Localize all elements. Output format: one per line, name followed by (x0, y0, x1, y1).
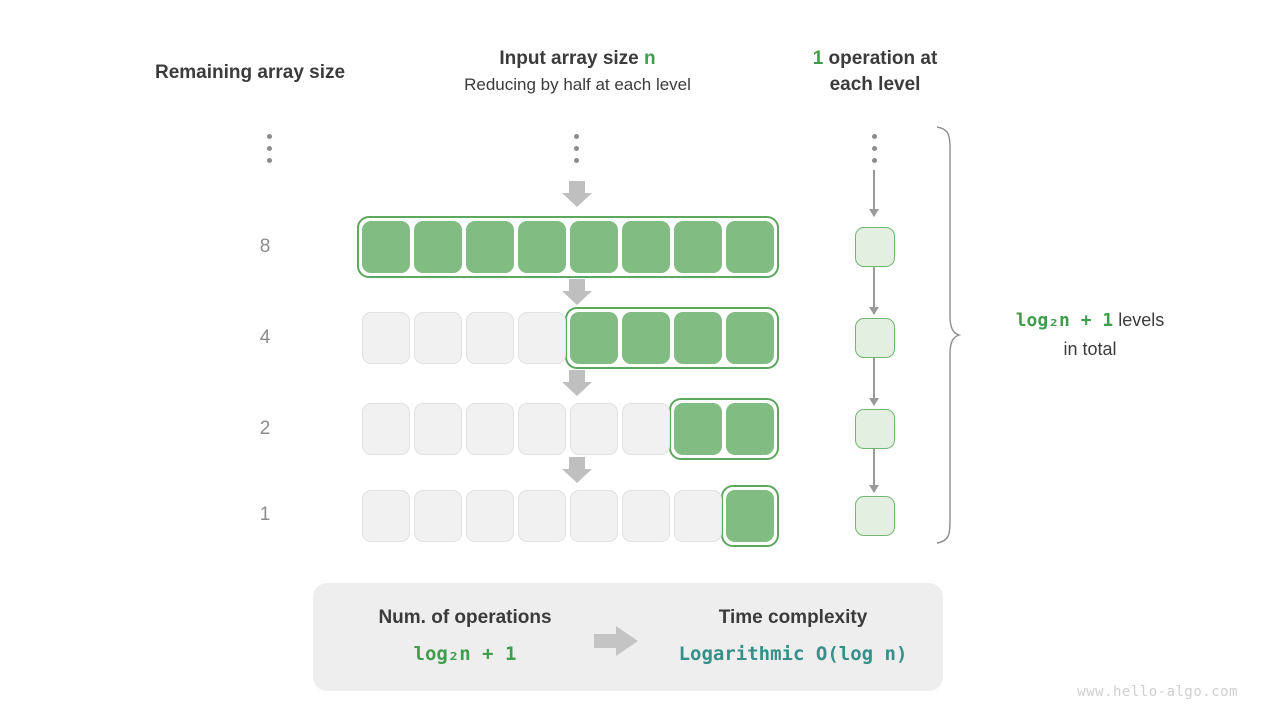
level-arrow-0 (562, 181, 592, 207)
array-cell-inactive (622, 490, 670, 542)
array-cell-inactive (518, 312, 566, 364)
array-row-0 (357, 216, 779, 278)
summary-complexity-column: Time complexity Logarithmic O(log n) (663, 601, 923, 673)
summary-right-title: Time complexity (718, 607, 868, 628)
level-arrow-2 (562, 370, 592, 396)
header-mid-line2: Reducing by half at each level (464, 75, 691, 94)
operation-box-3 (855, 496, 895, 536)
brace-annotation-line1: log₂n + 1 levels (975, 306, 1205, 335)
summary-left-title: Num. of operations (378, 607, 552, 628)
level-arrow-1 (562, 279, 592, 305)
array-cell-inactive (414, 490, 462, 542)
array-cell-active (570, 221, 618, 273)
summary-right-value: Logarithmic O(log n) (678, 643, 908, 665)
brace-formula: log₂n + 1 (1015, 310, 1114, 331)
header-input-array-size: Input array size n Reducing by half at e… (400, 46, 755, 98)
operation-box-0 (855, 227, 895, 267)
levels-brace-icon (936, 126, 961, 544)
array-cell-inactive (362, 490, 410, 542)
header-operations-per-level: 1 operation at each level (775, 46, 975, 98)
array-cell-active (622, 221, 670, 273)
array-cell-active (674, 312, 722, 364)
active-segment-outline (669, 398, 779, 460)
array-cell-inactive (466, 312, 514, 364)
array-cell-active (726, 312, 774, 364)
array-cell-inactive (414, 403, 462, 455)
array-cell-inactive (466, 490, 514, 542)
array-cell-active (414, 221, 462, 273)
summary-panel: Num. of operations log₂n + 1 Time comple… (313, 583, 943, 691)
header-right-line2: each level (829, 74, 921, 95)
operation-connector-0 (869, 170, 879, 217)
header-right-text1: operation at (823, 48, 938, 69)
array-cell-inactive (518, 490, 566, 542)
vertical-ellipsis-icon-right (872, 134, 878, 170)
vertical-ellipsis-icon-middle (574, 134, 580, 170)
summary-right-arrow-icon (594, 626, 638, 656)
array-row-3 (362, 485, 779, 547)
array-cell-inactive (570, 490, 618, 542)
array-row-2 (362, 398, 779, 460)
brace-annotation: log₂n + 1 levels in total (975, 306, 1205, 363)
brace-line1-text: levels (1113, 310, 1165, 330)
array-cell-inactive (570, 403, 618, 455)
operation-connector-3 (869, 449, 879, 493)
row-size-label-1: 4 (259, 327, 271, 348)
level-arrow-3 (562, 457, 592, 483)
array-cell-active (726, 490, 774, 542)
operation-connector-1 (869, 267, 879, 315)
array-cell-inactive (674, 490, 722, 542)
array-row-1 (362, 307, 779, 369)
header-remaining-array-size: Remaining array size (155, 62, 345, 84)
operation-connector-2 (869, 358, 879, 406)
array-cell-active (674, 221, 722, 273)
header-mid-variable: n (644, 48, 656, 69)
array-cell-inactive (362, 403, 410, 455)
header-mid-line1: Input array size n (400, 46, 755, 72)
array-cell-inactive (622, 403, 670, 455)
array-cell-inactive (362, 312, 410, 364)
array-cell-active (362, 221, 410, 273)
active-segment-outline (721, 485, 779, 547)
summary-operations-column: Num. of operations log₂n + 1 (335, 601, 595, 673)
array-cell-active (726, 221, 774, 273)
array-cell-active (466, 221, 514, 273)
array-cell-active (622, 312, 670, 364)
active-segment-outline (357, 216, 779, 278)
row-size-label-0: 8 (259, 236, 271, 257)
array-cell-inactive (414, 312, 462, 364)
active-segment-outline (565, 307, 779, 369)
row-size-label-3: 1 (259, 504, 271, 525)
array-cell-active (674, 403, 722, 455)
header-right-count: 1 (812, 48, 824, 69)
operation-box-2 (855, 409, 895, 449)
array-cell-active (570, 312, 618, 364)
watermark: www.hello-algo.com (1077, 684, 1238, 700)
array-cell-active (518, 221, 566, 273)
array-cell-inactive (518, 403, 566, 455)
header-left-label: Remaining array size (155, 62, 346, 83)
brace-annotation-line2: in total (1063, 339, 1117, 359)
header-mid-prefix: Input array size (499, 48, 645, 69)
summary-left-value: log₂n + 1 (413, 643, 517, 665)
array-cell-inactive (466, 403, 514, 455)
row-size-label-2: 2 (259, 418, 271, 439)
header-right-line1: 1 operation at (775, 46, 975, 72)
operation-box-1 (855, 318, 895, 358)
array-cell-active (726, 403, 774, 455)
vertical-ellipsis-icon-left (267, 134, 273, 170)
